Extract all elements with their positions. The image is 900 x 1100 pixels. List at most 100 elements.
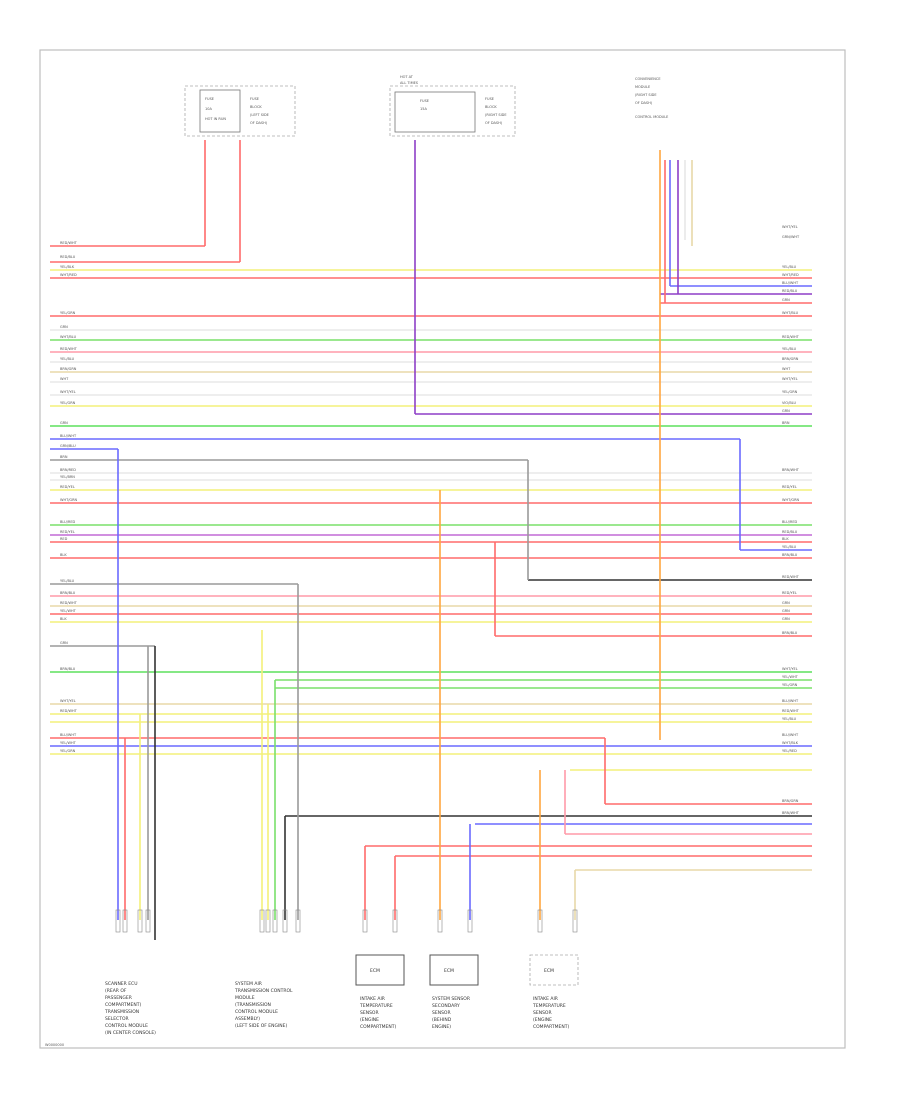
diagram-frame (39, 49, 846, 1049)
connector-pin (467, 909, 473, 933)
bottom-1-cap-1: SCANNER ECU (105, 981, 138, 987)
bottom-3-box: ECM (370, 968, 380, 974)
left-wire-label: YEL/BRN (60, 475, 75, 479)
bottom-4-box: ECM (444, 968, 454, 974)
left-wire-label: BRN/GRN (60, 367, 77, 371)
module-top-right-line-2: MODULE (635, 85, 650, 89)
fuse-box-left-line-1: FUSE (205, 97, 214, 101)
left-wire-label: BLU/WHT (60, 733, 77, 737)
left-wire-label: YEL/GRN (60, 311, 76, 315)
left-wire-label: BLU/RED (60, 520, 76, 524)
module-top-right: CONVENIENCE MODULE (RIGHT SIDE OF DASH) … (635, 77, 668, 119)
fuse-box-right-line-4: 15A (420, 107, 427, 111)
left-wire-label: RED (60, 537, 68, 541)
right-wire-label: YEL/BLU (782, 545, 797, 549)
fuse-box-right-side-2: BLOCK (485, 105, 497, 109)
left-wire-label: YEL/BLU (60, 579, 75, 583)
bottom-3-cap-3: SENSOR (360, 1010, 379, 1016)
fuse-box-right-side-3: (RIGHT SIDE (485, 113, 507, 117)
footer-code: W0000000 (45, 1043, 64, 1047)
right-wire-label: WHT/BLK (782, 741, 799, 745)
left-wire-label: BRN (60, 455, 68, 459)
left-wire-label: YEL/GRN (60, 401, 76, 405)
right-wire-label: BRN (782, 421, 790, 425)
left-wire-label: YEL/BLU (60, 357, 75, 361)
right-wire-label: RED/BLU (782, 289, 798, 293)
right-wire-label: RED/WHT (782, 709, 800, 713)
left-wire-label: RED/WHT (60, 241, 78, 245)
right-wire-label: GRN (782, 601, 790, 605)
left-wire-label: YEL/BLK (60, 265, 75, 269)
right-wire-label: WHT/YEL (782, 667, 798, 671)
bottom-5-cap-4: (ENGINE (533, 1017, 552, 1023)
bottom-4-cap-1: SYSTEM SENSOR (432, 996, 470, 1002)
bottom-3-cap-2: TEMPERATURE (359, 1003, 393, 1009)
left-wire-label: WHT (60, 377, 69, 381)
bottom-component-5: ECM INTAKE AIR TEMPERATURE SENSOR (ENGIN… (529, 954, 579, 1030)
left-wire-label: BRN/BLU (60, 591, 76, 595)
bottom-5-cap-5: COMPARTMENT) (533, 1024, 569, 1030)
left-wire-label: BLK (60, 617, 67, 621)
right-wire-label: RED/YEL (782, 485, 797, 489)
left-wire-label: RED/BLU (60, 255, 76, 259)
connector-pin (272, 909, 278, 933)
right-wire-label: WHT/YEL (782, 377, 798, 381)
right-wire-label: BRN/GRN (782, 799, 799, 803)
bottom-2-cap-7: (LEFT SIDE OF ENGINE) (235, 1023, 288, 1029)
connector-pin (115, 909, 121, 933)
right-wire-label: BLU/WHT (782, 699, 799, 703)
right-wire-label: BRN/WHT (782, 468, 800, 472)
right-wire-label: BRN/BLU (782, 553, 798, 557)
bottom-1-cap-3: PASSENGER (105, 995, 132, 1001)
module-top-right-line-1: CONVENIENCE (635, 77, 661, 81)
right-wire-label: BLU/WHT (782, 281, 799, 285)
right-wire-label: GRN (782, 617, 790, 621)
left-wire-label: WHT/GRN (60, 498, 78, 502)
connector-pin (295, 909, 301, 933)
right-wire-label: YEL/GRN (782, 390, 798, 394)
bottom-component-1: SCANNER ECU (REAR OF PASSENGER COMPARTME… (104, 981, 156, 1036)
right-wire-label: YEL/WHT (782, 675, 799, 679)
left-wire-label: YEL/WHT (60, 609, 77, 613)
left-wire-label: YEL/GRN (60, 749, 76, 753)
bottom-3-cap-5: COMPARTMENT) (360, 1024, 396, 1030)
fuse-box-left-side-3: (LEFT SIDE (250, 113, 269, 117)
right-wire-label: GRN (782, 409, 790, 413)
bottom-4-cap-2: SECONDARY (432, 1003, 460, 1009)
connector-pin (572, 909, 578, 933)
left-wire-label: GRN/BLU (60, 444, 76, 448)
right-wire-label: GRN (782, 298, 790, 302)
left-wire-label: RED/YEL (60, 485, 75, 489)
left-wire-label: WHT/YEL (60, 699, 76, 703)
bottom-2-cap-5: CONTROL MODULE (235, 1009, 278, 1015)
module-top-right-line-5: CONTROL MODULE (635, 115, 668, 119)
right-wire-label: WHT/GRN (782, 498, 800, 502)
left-wire-label: YEL/WHT (60, 741, 77, 745)
right-wire-label: YEL/BLU (782, 347, 797, 351)
connector-pin (137, 909, 143, 933)
bottom-4-cap-4: (BEHIND (432, 1017, 452, 1023)
fuse-box-right-side-1: FUSE (485, 97, 494, 101)
left-wire-label: BRN/BLU (60, 667, 76, 671)
left-wire-label: RED/WHT (60, 347, 78, 351)
fuse-box-right-line-2: ALL TIMES (400, 81, 419, 85)
left-wire-labels: RED/WHTRED/BLUYEL/BLKWHT/REDYEL/GRNGRNWH… (60, 241, 78, 753)
fuse-box-left-line-2: 10A (205, 107, 212, 111)
fuse-box-left-side-2: BLOCK (250, 105, 262, 109)
left-wire-label: RED/WHT (60, 709, 78, 713)
right-wire-label: RED/WHT (782, 335, 800, 339)
left-wire-label: BLK (60, 553, 67, 557)
bottom-1-cap-8: (IN CENTER CONSOLE) (105, 1030, 156, 1036)
bottom-component-2: SYSTEM AIR TRANSMISSION CONTROL MODULE (… (234, 981, 293, 1029)
right-wire-label: YEL/BLU (782, 265, 797, 269)
bottom-4-cap-5: ENGINE) (432, 1024, 451, 1030)
right-wire-label: WHT/YEL (782, 225, 798, 229)
fuse-box-left-line-3: HOT IN RUN (205, 117, 226, 121)
horizontal-wires (50, 245, 812, 871)
connector-pin (122, 909, 128, 933)
bottom-3-cap-4: (ENGINE (360, 1017, 379, 1023)
left-wire-label: BRN/RED (60, 468, 76, 472)
left-wire-label: GRN (60, 641, 68, 645)
bottom-2-cap-3: MODULE (235, 995, 255, 1001)
left-wire-label: RED/YEL (60, 530, 75, 534)
